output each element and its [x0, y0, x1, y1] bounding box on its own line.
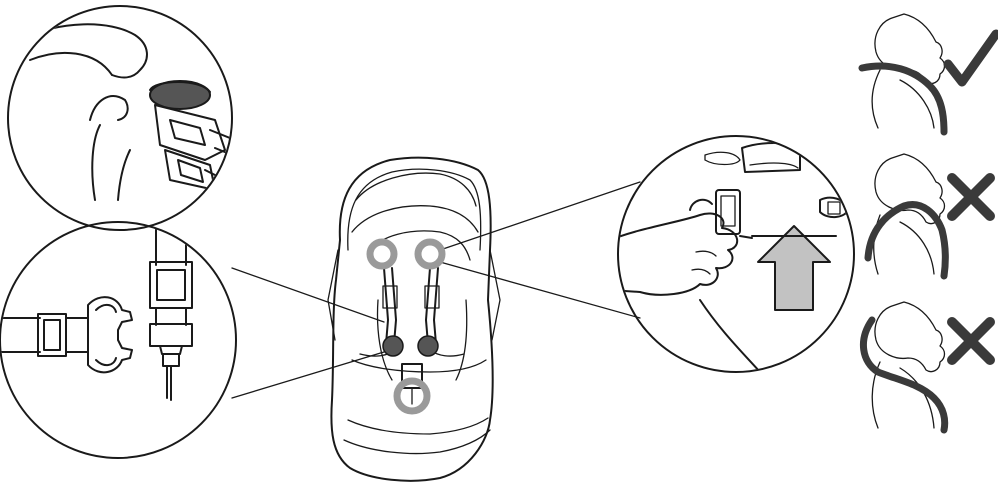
posture-strap-at-shoulder	[858, 13, 998, 136]
callout-circle	[0, 221, 237, 459]
callout-circle	[7, 5, 233, 231]
right-buckle-tongue-marker	[417, 335, 439, 357]
strap-line	[859, 316, 949, 434]
strap-line	[858, 62, 948, 136]
cross-icon	[947, 173, 995, 221]
callout-circle	[617, 135, 855, 373]
leader-line-right-bottom	[439, 261, 641, 319]
up-arrow-icon	[757, 225, 831, 311]
callout-harness-adjuster	[617, 135, 855, 373]
harness-highlight-points	[366, 238, 446, 415]
left-shoulder-slot-marker	[366, 238, 398, 270]
right-shoulder-slot-marker	[414, 238, 446, 270]
check-icon	[943, 29, 998, 87]
leader-line-right-top	[439, 181, 641, 251]
cross-icon	[947, 317, 995, 365]
crotch-buckle-marker	[393, 377, 431, 415]
hand-press-icon	[19, 23, 231, 201]
leader-line-top	[231, 267, 385, 323]
posture-guide	[858, 13, 998, 434]
strap-line	[864, 201, 949, 280]
buckle-tongue-icon	[1, 227, 193, 401]
leader-line-bottom	[231, 351, 385, 399]
callout-buckle-press	[7, 5, 233, 231]
car-seat-illustration	[327, 156, 501, 482]
leader-lines	[231, 181, 641, 399]
callout-buckle-tongue	[0, 221, 237, 459]
posture-strap-too-high	[864, 153, 995, 280]
left-buckle-tongue-marker	[382, 335, 404, 357]
posture-strap-too-low	[859, 301, 995, 434]
